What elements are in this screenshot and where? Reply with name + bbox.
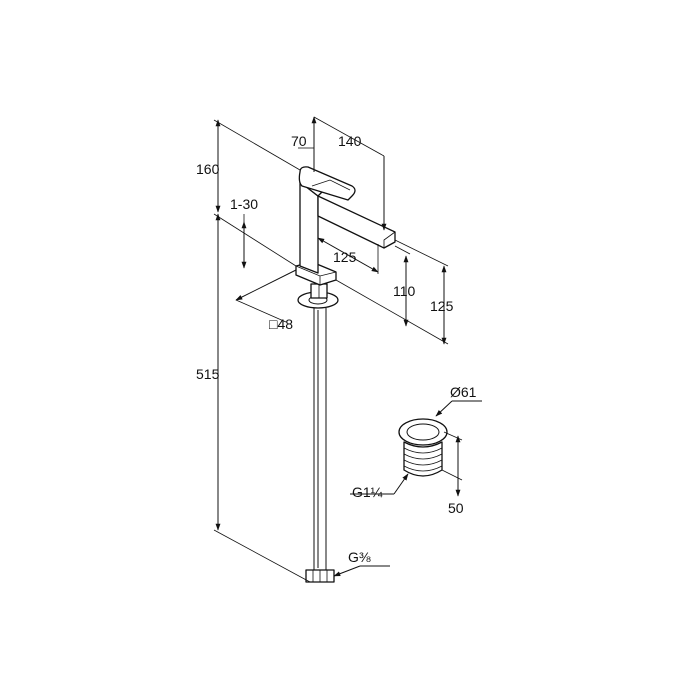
lever-handle <box>298 166 356 201</box>
dim-160: 160 <box>196 161 220 177</box>
supply-hose <box>305 308 335 583</box>
dim-110: 110 <box>393 283 416 299</box>
dimension-labels: 70 140 160 1-30 125 110 125 □48 515 G⅜ Ø… <box>196 133 477 565</box>
drain-drawing <box>398 418 448 477</box>
dim-square-48: □48 <box>269 316 293 332</box>
dim-125-height: 125 <box>430 298 454 314</box>
dim-70: 70 <box>291 133 307 149</box>
dim-1-30: 1-30 <box>230 196 258 212</box>
dim-50: 50 <box>448 500 464 516</box>
dim-g114: G1¼ <box>352 484 383 500</box>
faucet-drawing <box>295 166 396 583</box>
faucet-body <box>299 181 319 274</box>
dim-125-spout: 125 <box>333 249 357 265</box>
dimension-lines <box>213 116 482 583</box>
dim-515: 515 <box>196 366 220 382</box>
dim-140: 140 <box>338 133 362 149</box>
dim-g38: G⅜ <box>348 549 371 565</box>
drain-flange <box>398 418 448 446</box>
dim-diameter-61: Ø61 <box>450 384 477 400</box>
spout <box>317 195 396 249</box>
mounting-nut <box>297 283 339 309</box>
